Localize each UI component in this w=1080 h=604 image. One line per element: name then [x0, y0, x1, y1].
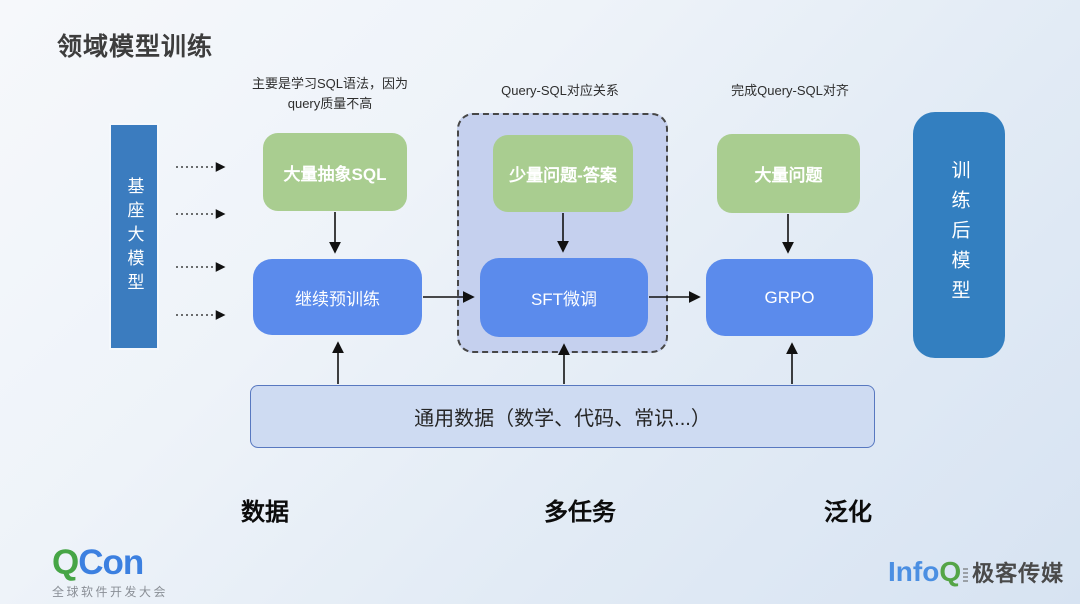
infoq-info-letters: Info: [888, 556, 940, 587]
infoq-q-letter: Q: [939, 556, 962, 587]
stage-label-generalization: 泛化: [824, 499, 872, 526]
qcon-q-letter: Q: [52, 543, 79, 582]
infoq-logo: InfoQ 极客传媒: [888, 558, 1064, 586]
annotation-pretrain-line1: 主要是学习SQL语法，因为: [251, 76, 408, 91]
annotation-pretrain-line2: query质量不高: [287, 96, 373, 112]
node-sft-label: SFT微调: [530, 290, 598, 309]
stage-label-multitask: 多任务: [544, 499, 616, 526]
infoq-vertical-mark: [963, 568, 969, 584]
node-many-questions-label: 大量问题: [754, 166, 823, 185]
node-few-qa: 少量问题-答案: [493, 135, 633, 212]
node-post-model: 训练后模型: [913, 112, 1005, 358]
qcon-con-letters: Con: [78, 543, 144, 582]
stage-label-data: 数据: [241, 499, 289, 526]
node-grpo-label: GRPO: [764, 287, 815, 307]
qcon-logo: QCon 全球软件开发大会: [52, 545, 168, 600]
node-abstract-sql: 大量抽象SQL: [263, 133, 407, 211]
node-general-data-label: 通用数据（数学、代码、常识...）: [414, 408, 711, 430]
infoq-media-name: 极客传媒: [972, 560, 1065, 586]
annotation-pretrain: 主要是学习SQL语法，因为 query质量不高: [230, 74, 430, 114]
node-few-qa-label: 少量问题-答案: [509, 166, 617, 185]
qcon-subtitle: 全球软件开发大会: [52, 585, 169, 599]
node-many-questions: 大量问题: [717, 134, 860, 213]
node-continue-pretrain: 继续预训练: [253, 259, 422, 335]
annotation-sft: Query-SQL对应关系: [501, 83, 619, 98]
node-continue-pretrain-label: 继续预训练: [295, 289, 380, 309]
node-base-model-label: 基座大模型: [124, 176, 144, 297]
page-title: 领域模型训练: [57, 33, 214, 61]
qcon-wordmark: QCon: [52, 545, 168, 580]
node-general-data: 通用数据（数学、代码、常识...）: [250, 385, 875, 448]
node-base-model: 基座大模型: [109, 123, 159, 350]
node-post-model-label: 训练后模型: [948, 160, 970, 310]
node-sft: SFT微调: [480, 258, 648, 337]
node-grpo: GRPO: [706, 259, 873, 336]
infoq-wordmark: InfoQ: [888, 558, 961, 586]
annotation-grpo: 完成Query-SQL对齐: [731, 83, 849, 98]
node-abstract-sql-label: 大量抽象SQL: [283, 164, 387, 184]
